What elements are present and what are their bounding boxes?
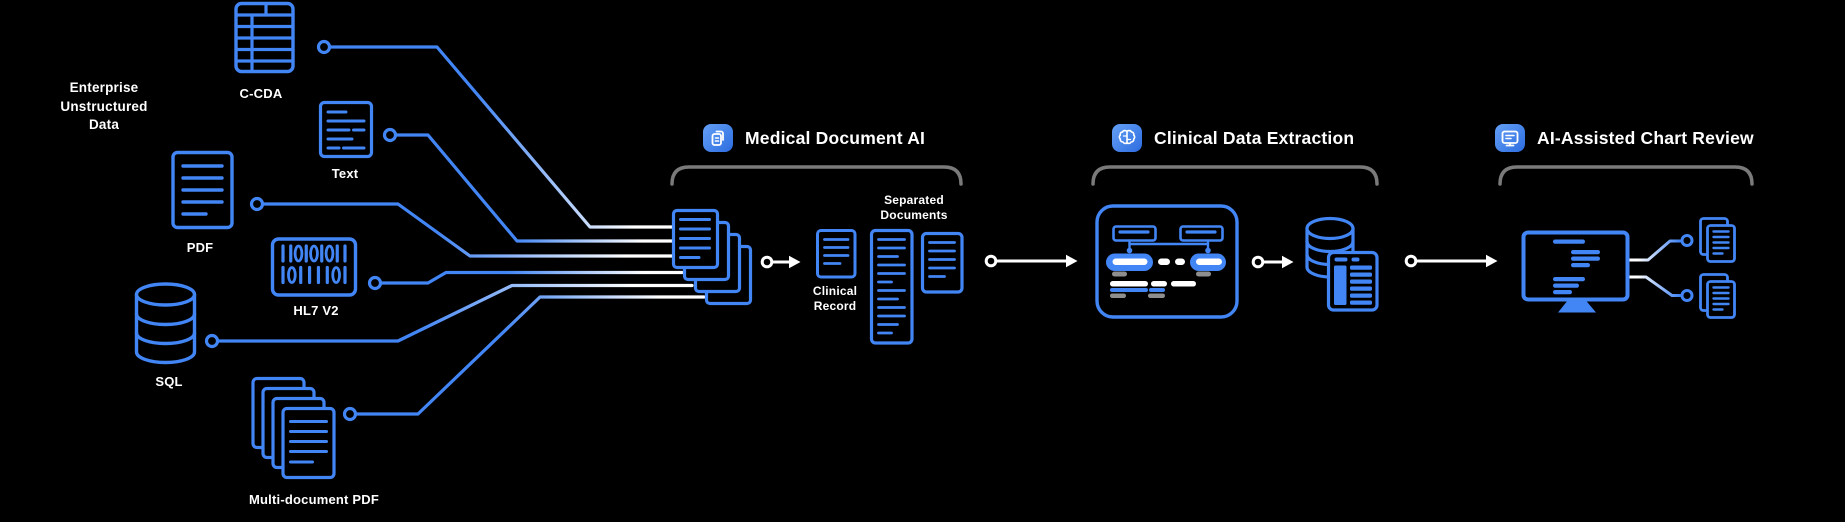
binary-code-icon: [270, 237, 358, 297]
hl7-binary-rows: [281, 244, 347, 285]
database-cylinder-icon: [134, 282, 197, 365]
review-connectors: [1627, 234, 1694, 302]
flow-arrow-3: [1251, 255, 1294, 269]
monitor-icon: [1521, 230, 1630, 313]
source-label-c-cda: C-CDA: [239, 86, 283, 101]
bracket-clinical-data-extraction: [1091, 165, 1379, 186]
entity-tree-connector: [1128, 239, 1210, 251]
connector-node-c-cda: [316, 39, 332, 55]
source-label-pdf: PDF: [186, 240, 214, 255]
source-connector-lines: [204, 39, 706, 422]
source-label-multi-document-pdf: Multi-document PDF: [249, 492, 379, 507]
text-document-icon: [318, 100, 374, 159]
connector-node-multidoc: [342, 406, 358, 422]
flow-arrow-4: [1404, 254, 1498, 268]
bracket-ai-assisted-chart-review: [1498, 165, 1754, 186]
screen-lines-icon: [1495, 124, 1525, 152]
source-label-sql: SQL: [155, 374, 183, 389]
entity-box-right: [1179, 225, 1224, 242]
extraction-text-rows: [1110, 271, 1211, 298]
c-cda-table-icon: [234, 1, 295, 74]
clinical-record-stack-icon: [671, 208, 753, 306]
section-header-medical-document-ai: Medical Document AI: [703, 124, 925, 152]
section-header-clinical-data-extraction: Clinical Data Extraction: [1112, 124, 1354, 152]
section-title-ai-assisted-chart-review: AI-Assisted Chart Review: [1537, 127, 1754, 148]
connector-node-hl7: [367, 275, 383, 291]
section-brackets: [670, 165, 1754, 186]
chart-review-group: [1521, 217, 1736, 319]
brain-icon: [1112, 124, 1142, 152]
flow-arrow-1: [760, 255, 801, 269]
highlighted-entity-pills: [1106, 253, 1226, 271]
separated-document-tall-icon: [869, 228, 914, 345]
connector-line-multidoc: [354, 295, 706, 416]
document-copy-icon: [703, 124, 733, 152]
bracket-medical-document-ai: [670, 165, 963, 186]
separated-documents-label: Separated Documents: [880, 193, 948, 222]
pdf-document-icon: [171, 150, 234, 230]
connector-line-pdf: [261, 202, 680, 258]
connector-line-hl7: [379, 270, 684, 285]
source-label-hl7-v2: HL7 V2: [293, 303, 339, 318]
enterprise-unstructured-data-label: Enterprise Unstructured Data: [60, 80, 148, 132]
flow-arrows: [760, 254, 1498, 269]
extraction-panel: [1095, 204, 1239, 319]
separated-document-short-icon: [920, 231, 964, 294]
clinical-record-document-icon: [816, 229, 857, 279]
source-label-text: Text: [331, 166, 359, 181]
connector-line-text: [394, 133, 680, 243]
structured-database-icon: [1305, 216, 1379, 312]
flow-arrow-2: [984, 254, 1078, 268]
document-stack-icon: [251, 376, 336, 480]
connector-node-text: [382, 127, 398, 143]
connector-node-pdf: [249, 196, 265, 212]
connector-line-sql: [216, 283, 694, 343]
clinical-record-label: Clinical Record: [812, 284, 858, 313]
connector-line-c-cda: [328, 45, 680, 229]
section-title-medical-document-ai: Medical Document AI: [745, 127, 926, 148]
section-header-ai-assisted-chart-review: AI-Assisted Chart Review: [1495, 124, 1754, 152]
entity-box-left: [1112, 225, 1157, 242]
monitor-stand: [1558, 300, 1596, 313]
output-document-pair-top: [1699, 217, 1736, 263]
connector-node-sql: [204, 333, 220, 349]
section-title-clinical-data-extraction: Clinical Data Extraction: [1154, 127, 1355, 148]
output-document-pair-bottom: [1699, 273, 1736, 319]
